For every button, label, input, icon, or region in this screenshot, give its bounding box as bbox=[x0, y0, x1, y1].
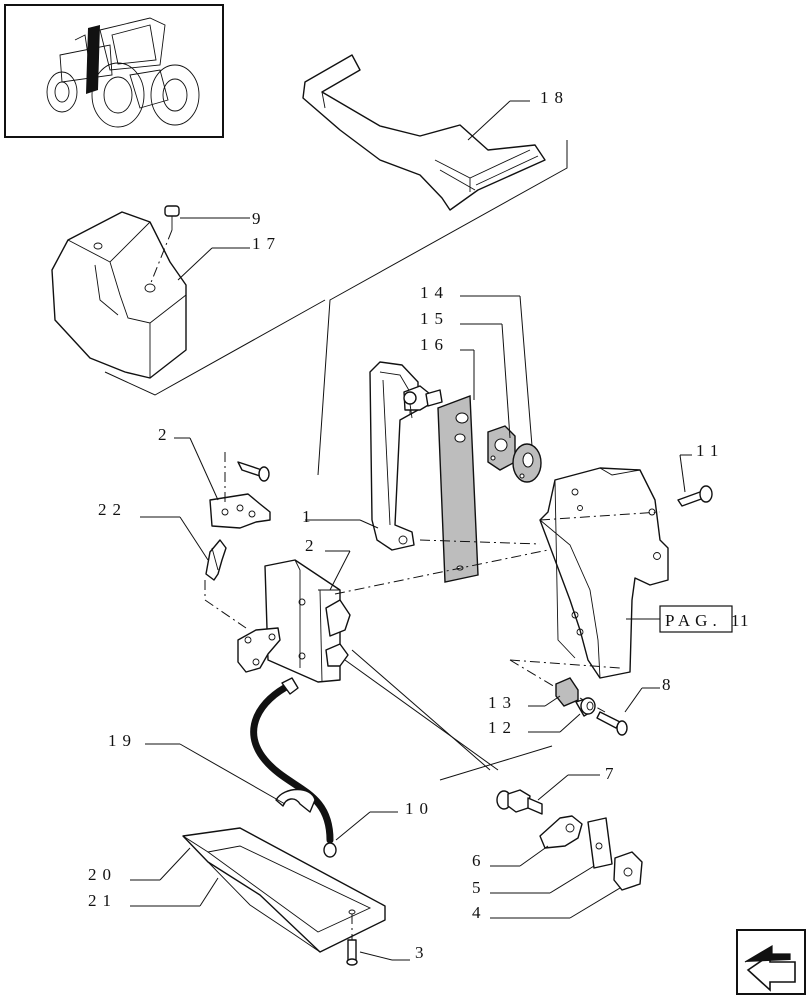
label-12: 12 bbox=[488, 718, 517, 737]
next-page-arrow-icon[interactable] bbox=[736, 929, 806, 995]
bracket-assembly bbox=[539, 467, 669, 679]
part-16-plate: 16 bbox=[420, 335, 479, 583]
part-10-cable: 10 bbox=[250, 677, 434, 858]
page-reference-box[interactable]: PAG. 1 1 bbox=[626, 605, 755, 633]
part-18-floor-panel: 18 bbox=[302, 54, 569, 211]
label-2-lower: 2 bbox=[305, 536, 320, 555]
label-8: 8 bbox=[662, 675, 677, 694]
part-20-21-tray: 3 20 21 bbox=[88, 827, 430, 966]
label-14: 14 bbox=[420, 283, 449, 302]
label-22: 22 bbox=[98, 500, 127, 519]
label-6: 6 bbox=[472, 851, 487, 870]
label-17: 17 bbox=[252, 234, 281, 253]
part-2-upper-bracket: 2 bbox=[158, 425, 271, 529]
screw-11: 11 bbox=[677, 441, 724, 507]
part-4-square-nut: 4 bbox=[472, 851, 643, 922]
label-4: 4 bbox=[472, 903, 487, 922]
part-13-nut: 13 bbox=[488, 677, 579, 712]
label-2-upper: 2 bbox=[158, 425, 173, 444]
screw-9 bbox=[149, 205, 180, 286]
part-8-screw: 8 bbox=[596, 675, 677, 736]
part-17-cover: 9 17 bbox=[51, 205, 281, 379]
part-1-handle: 1 bbox=[302, 361, 443, 551]
part-6-bracket: 6 bbox=[472, 815, 583, 870]
part-22-clip: 22 bbox=[98, 500, 227, 581]
label-9: 9 bbox=[252, 209, 267, 228]
label-1: 1 bbox=[302, 507, 317, 526]
label-18: 18 bbox=[540, 88, 569, 107]
label-10: 10 bbox=[405, 799, 434, 818]
part-12-spacer: 12 bbox=[488, 697, 596, 737]
label-13: 13 bbox=[488, 693, 517, 712]
part-2-lock-block: 2 bbox=[237, 536, 351, 683]
label-21: 21 bbox=[88, 891, 117, 910]
part-5-plate: 5 bbox=[472, 817, 613, 897]
part-14-washer: 14 bbox=[420, 283, 542, 483]
label-7: 7 bbox=[605, 764, 620, 783]
tractor-thumbnail-icon[interactable] bbox=[4, 4, 224, 138]
svg-text:1: 1 bbox=[740, 611, 755, 630]
label-16: 16 bbox=[420, 335, 449, 354]
part-7-bolt: 7 bbox=[496, 764, 620, 815]
label-19: 19 bbox=[108, 731, 137, 750]
label-20: 20 bbox=[88, 865, 117, 884]
label-5: 5 bbox=[472, 878, 487, 897]
label-15: 15 bbox=[420, 309, 449, 328]
label-3: 3 bbox=[415, 943, 430, 962]
reference-label: PAG. 1 bbox=[665, 611, 744, 630]
part-19-hook: 19 bbox=[108, 731, 316, 813]
screw-3 bbox=[346, 939, 358, 966]
label-11: 11 bbox=[696, 441, 724, 460]
